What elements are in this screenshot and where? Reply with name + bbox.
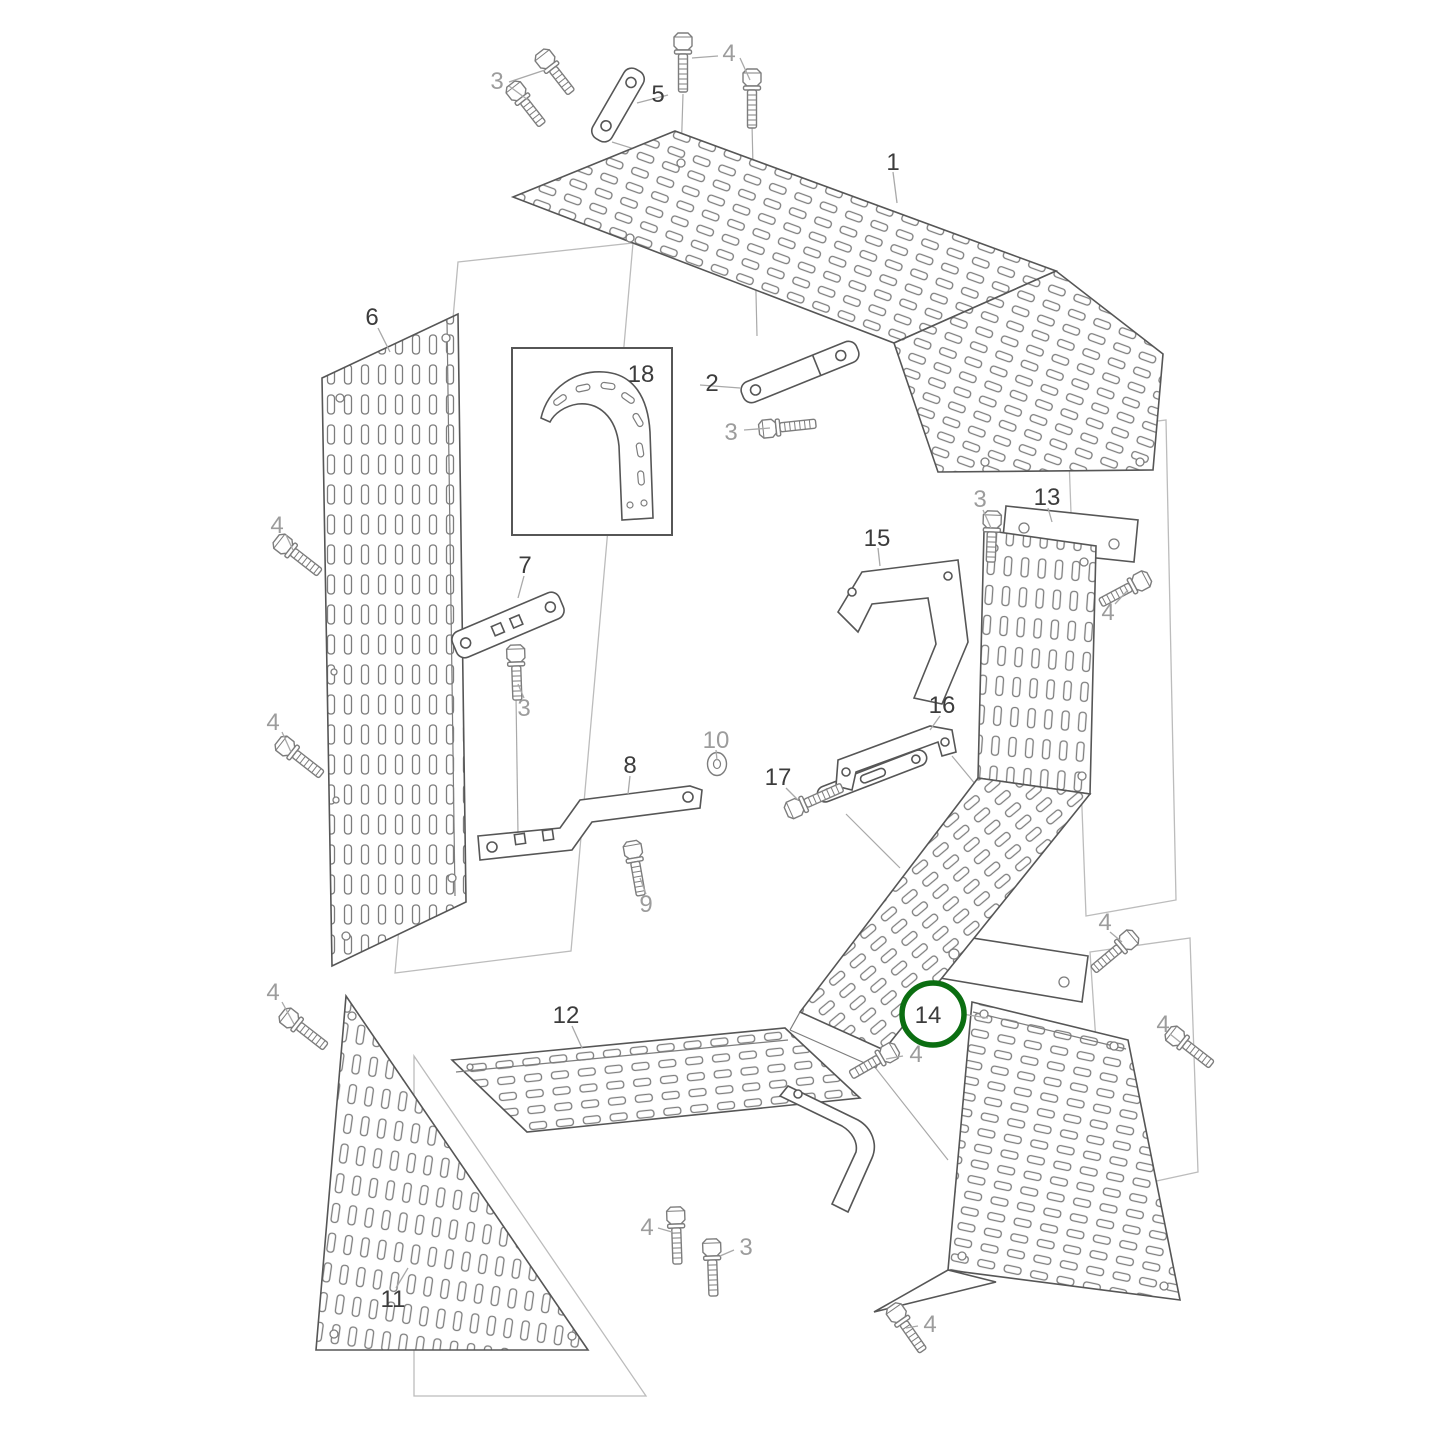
bolt (665, 1206, 686, 1265)
bracket-15 (836, 559, 969, 705)
bolt (274, 735, 325, 779)
bracket-16 (835, 725, 957, 791)
panel-14 (947, 1001, 1182, 1301)
label-4: 4 (923, 1311, 936, 1338)
label-1: 1 (886, 149, 899, 176)
bolt (757, 418, 817, 439)
panel-6 (321, 312, 467, 968)
detail-bracket-18 (540, 371, 654, 521)
bolt (742, 68, 762, 129)
label-3: 3 (724, 419, 737, 446)
label-4: 4 (909, 1041, 922, 1068)
label-3: 3 (490, 68, 503, 95)
label-2: 2 (705, 370, 718, 397)
bolt (701, 1238, 722, 1297)
label-4: 4 (270, 512, 283, 539)
label-4: 4 (1101, 599, 1114, 626)
label-9: 9 (639, 891, 652, 918)
bolt (982, 510, 1003, 563)
label-11: 11 (381, 1286, 406, 1313)
inset-detail-18 (511, 347, 673, 536)
bracket-2 (740, 340, 860, 404)
label-10: 10 (703, 727, 730, 754)
bolt (1098, 570, 1153, 607)
panel-1-side (893, 270, 1164, 473)
label-8: 8 (623, 752, 636, 779)
label-4: 4 (266, 709, 279, 736)
label-5: 5 (651, 81, 664, 108)
label-4: 4 (1098, 909, 1111, 936)
panel-11 (315, 993, 590, 1351)
bracket-12-end (778, 1085, 876, 1214)
bolt (885, 1302, 927, 1354)
label-4: 4 (640, 1214, 653, 1241)
highlight-circle-14 (899, 980, 967, 1048)
label-3: 3 (517, 695, 530, 722)
bolt (622, 839, 646, 897)
bracket-5 (590, 67, 646, 143)
label-3: 3 (973, 486, 986, 513)
panel-12 (450, 1027, 862, 1133)
bolt (505, 644, 526, 701)
bolt (673, 32, 693, 93)
label-7: 7 (518, 552, 531, 579)
panel-holes (329, 158, 1169, 1341)
bolt (783, 783, 844, 820)
label-15: 15 (864, 525, 891, 552)
bolt (1164, 1025, 1215, 1069)
label-16: 16 (929, 692, 956, 719)
bolt (1090, 929, 1140, 974)
bracket-8 (477, 785, 703, 861)
bolt (534, 48, 575, 96)
label-4: 4 (1156, 1011, 1169, 1038)
label-12: 12 (553, 1002, 580, 1029)
bolt (848, 1041, 901, 1079)
label-13: 13 (1034, 484, 1061, 511)
label-3: 3 (739, 1234, 752, 1261)
bracket-7 (451, 591, 565, 659)
skirt-14 (873, 1269, 997, 1313)
label-14-highlighted: 14 (915, 1002, 942, 1029)
label-6: 6 (365, 304, 378, 331)
label-4: 4 (722, 40, 735, 67)
leader-lines (281, 55, 1181, 1329)
label-17: 17 (765, 764, 792, 791)
label-18: 18 (628, 361, 655, 388)
fasteners (272, 32, 1215, 1354)
panel-13 (977, 529, 1097, 795)
label-4: 4 (266, 979, 279, 1006)
bolt (278, 1007, 329, 1051)
